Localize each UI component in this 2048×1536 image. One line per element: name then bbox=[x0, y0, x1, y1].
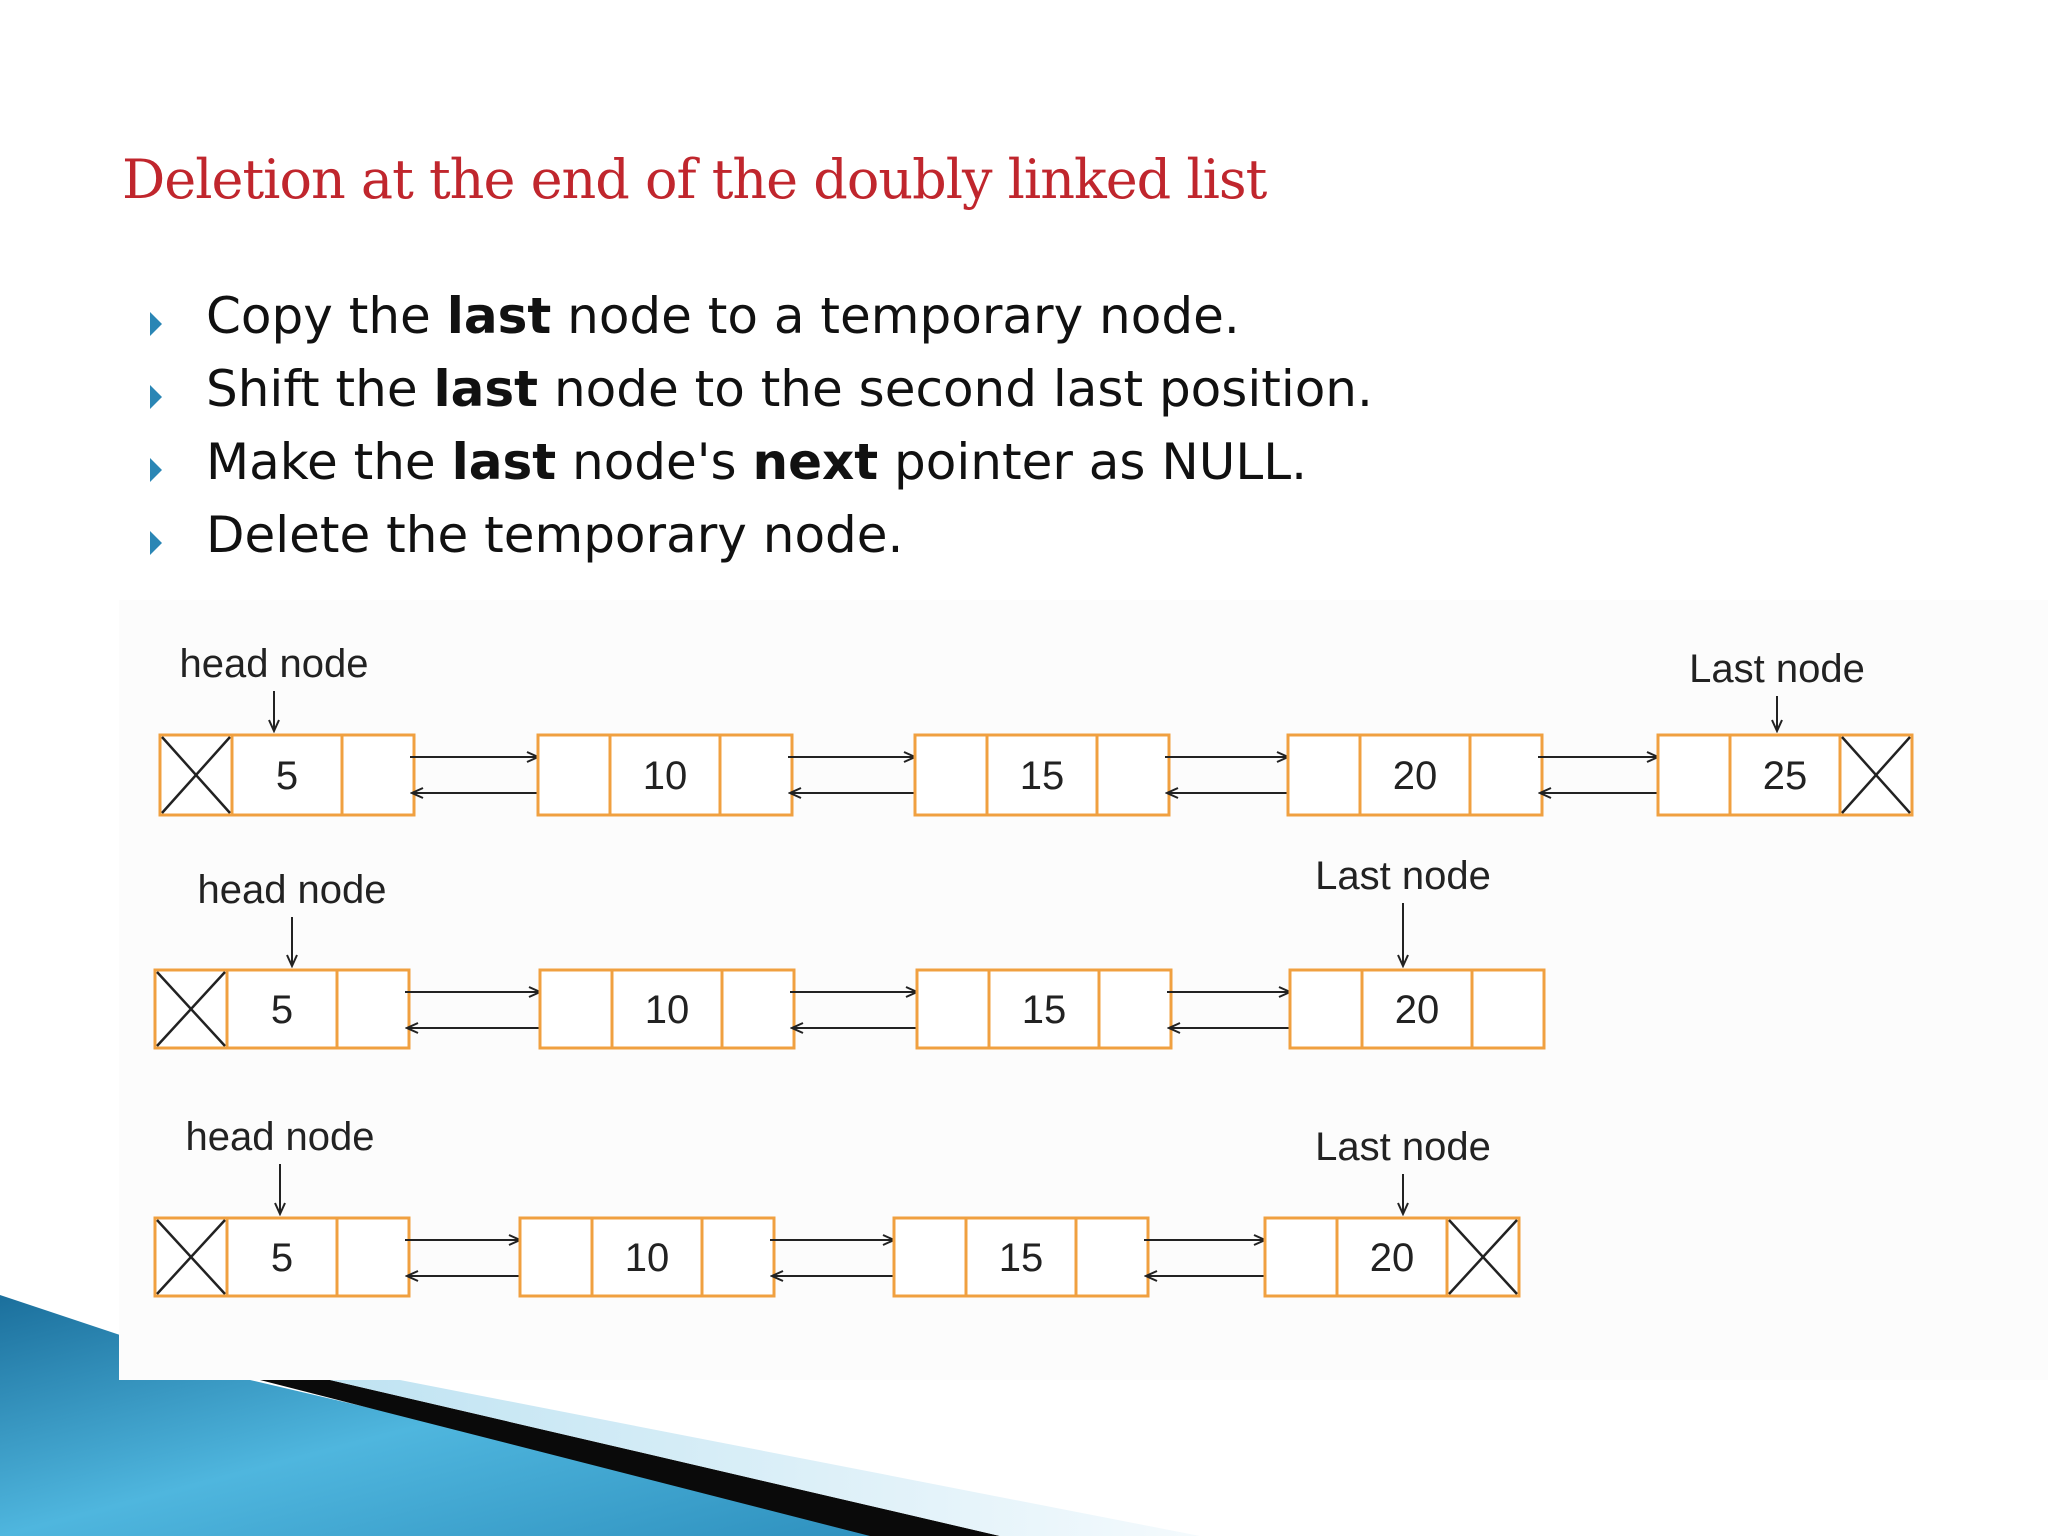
bullet-text: Shift the last node to the second last p… bbox=[206, 360, 1373, 418]
node-box bbox=[536, 733, 794, 817]
null-cross-icon bbox=[1448, 1219, 1518, 1295]
bullet-text-part: Delete the temporary node. bbox=[206, 506, 904, 564]
node-box bbox=[892, 1216, 1150, 1298]
node-box bbox=[915, 968, 1173, 1050]
node-box bbox=[1288, 968, 1546, 1050]
bullet-list: Copy the last node to a temporary node. … bbox=[150, 280, 1373, 572]
list-row: 5 10 15 20 head node Last node bbox=[153, 854, 1546, 1050]
slide-title: Deletion at the end of the doubly linked… bbox=[122, 148, 1267, 211]
triangle-bullet-icon bbox=[150, 385, 162, 409]
head-node-label: head node bbox=[197, 868, 386, 912]
list-node: 15 bbox=[913, 733, 1171, 817]
list-node: 20 bbox=[1263, 1216, 1521, 1298]
bullet-bold-text: last bbox=[451, 433, 557, 491]
bullet-item: Copy the last node to a temporary node. bbox=[150, 280, 1373, 353]
node-value: 5 bbox=[271, 988, 293, 1032]
list-node: 10 bbox=[538, 968, 796, 1050]
node-value: 25 bbox=[1763, 754, 1808, 798]
bullet-text-part: Copy the bbox=[206, 287, 447, 345]
node-value: 10 bbox=[645, 988, 690, 1032]
node-box bbox=[153, 1216, 411, 1298]
list-node: 10 bbox=[536, 733, 794, 817]
decorative-corner-wedges bbox=[0, 1295, 1200, 1536]
list-node: 15 bbox=[915, 968, 1173, 1050]
last-node-label: Last node bbox=[1315, 1125, 1491, 1169]
node-box bbox=[153, 968, 411, 1050]
bullet-text-part: pointer as NULL. bbox=[878, 433, 1307, 491]
bullet-text-part: node's bbox=[556, 433, 753, 491]
list-node: 10 bbox=[518, 1216, 776, 1298]
last-node-label: Last node bbox=[1689, 647, 1865, 691]
node-box bbox=[538, 968, 796, 1050]
list-node: 25 bbox=[1656, 733, 1914, 817]
head-node-label: head node bbox=[179, 642, 368, 686]
null-cross-icon bbox=[1841, 736, 1911, 814]
node-box bbox=[1286, 733, 1544, 817]
bullet-text-part: Shift the bbox=[206, 360, 434, 418]
list-node: 5 bbox=[153, 968, 411, 1050]
node-box bbox=[1656, 733, 1914, 817]
node-value: 5 bbox=[276, 754, 298, 798]
bullet-text: Delete the temporary node. bbox=[206, 506, 903, 564]
node-box bbox=[518, 1216, 776, 1298]
bullet-bold-text: last bbox=[433, 360, 539, 418]
null-cross-icon bbox=[156, 971, 226, 1047]
bullet-text: Make the last node's next pointer as NUL… bbox=[206, 433, 1307, 491]
list-node: 15 bbox=[892, 1216, 1150, 1298]
list-node: 5 bbox=[158, 733, 416, 817]
bullet-text: Copy the last node to a temporary node. bbox=[206, 287, 1240, 345]
triangle-bullet-icon bbox=[150, 458, 162, 482]
triangle-bullet-icon bbox=[150, 312, 162, 336]
node-value: 20 bbox=[1395, 988, 1440, 1032]
bullet-text-part: Make the bbox=[206, 433, 452, 491]
bullet-item: Delete the temporary node. bbox=[150, 499, 1373, 572]
last-node-label: Last node bbox=[1315, 854, 1491, 898]
node-value: 10 bbox=[625, 1236, 670, 1280]
head-node-label: head node bbox=[185, 1115, 374, 1159]
node-value: 5 bbox=[271, 1236, 293, 1280]
node-box bbox=[1263, 1216, 1521, 1298]
list-node: 20 bbox=[1288, 968, 1546, 1050]
node-value: 15 bbox=[1022, 988, 1067, 1032]
node-value: 15 bbox=[1020, 754, 1065, 798]
bullet-bold-text: next bbox=[752, 433, 879, 491]
null-cross-icon bbox=[156, 1219, 226, 1295]
triangle-bullet-icon bbox=[150, 531, 162, 555]
list-row: 5 10 15 20 25 head node Last node bbox=[158, 642, 1914, 817]
bullet-text-part: node to the second last position. bbox=[538, 360, 1373, 418]
node-value: 20 bbox=[1370, 1236, 1415, 1280]
node-box bbox=[158, 733, 416, 817]
list-node: 20 bbox=[1286, 733, 1544, 817]
bullet-text-part: node to a temporary node. bbox=[551, 287, 1240, 345]
bullet-item: Shift the last node to the second last p… bbox=[150, 353, 1373, 426]
null-cross-icon bbox=[161, 736, 231, 814]
node-value: 10 bbox=[643, 754, 688, 798]
list-node: 5 bbox=[153, 1216, 411, 1298]
list-row: 5 10 15 20 head node Last node bbox=[153, 1115, 1521, 1298]
node-box bbox=[913, 733, 1171, 817]
node-value: 20 bbox=[1393, 754, 1438, 798]
node-value: 15 bbox=[999, 1236, 1044, 1280]
bullet-item: Make the last node's next pointer as NUL… bbox=[150, 426, 1373, 499]
bullet-bold-text: last bbox=[446, 287, 552, 345]
